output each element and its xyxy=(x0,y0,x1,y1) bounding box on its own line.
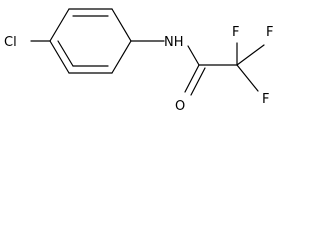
fluorine-label-top-left: F xyxy=(232,25,239,40)
ring-double-bond-left xyxy=(57,40,74,67)
cf-bond-top-right xyxy=(236,44,265,66)
ring-bond-3 xyxy=(111,8,132,42)
n-carbonyl-bond xyxy=(187,45,200,66)
atom-labels: Cl NH O F F F xyxy=(4,25,273,114)
nh-label: NH xyxy=(164,35,184,50)
ring-bond-6 xyxy=(49,40,70,74)
chlorine-label: Cl xyxy=(4,35,17,50)
fluorine-label-right: F xyxy=(262,92,269,107)
ring-bond-1 xyxy=(49,8,70,42)
cf-bond-right xyxy=(236,64,259,92)
oxygen-label: O xyxy=(175,99,185,114)
chemical-structure: Cl NH O F F F xyxy=(4,8,273,114)
bonds xyxy=(30,8,265,96)
carbonyl-bond-2 xyxy=(190,67,206,96)
fluorine-label-top-right: F xyxy=(266,25,273,40)
carbonyl-bond-1 xyxy=(184,64,200,93)
ring-bond-4 xyxy=(111,40,132,74)
